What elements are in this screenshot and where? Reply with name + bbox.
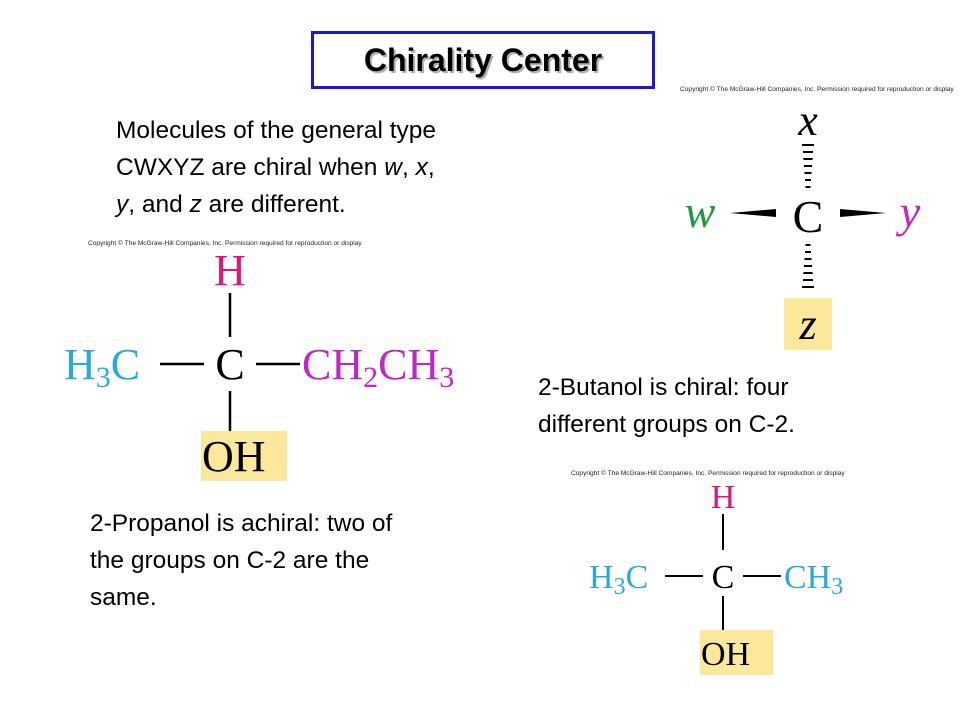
group-y: y [896, 186, 921, 237]
hashed-bond-top [802, 144, 814, 188]
propanol-carbon: C [712, 559, 735, 596]
propanol-oh-highlight [700, 630, 773, 675]
group-x: x [797, 96, 818, 145]
hashed-bond-bottom [802, 244, 814, 288]
title-box: Chirality Center [311, 31, 655, 89]
propanol-caption-line-3: same. [90, 584, 157, 611]
slide-title: Chirality Center [363, 41, 603, 78]
butanol-caption: 2-Butanol is chiral: four different grou… [538, 369, 795, 443]
propanol-caption-line-2: the groups on C-2 are the [90, 547, 370, 574]
butanol-molecule: H H3C C CH2CH3 OH [64, 246, 454, 481]
copyright-butanol: Copyright © The McGraw-Hill Companies, I… [88, 240, 362, 247]
wedge-bond-right [840, 209, 886, 217]
group-w: w [685, 186, 716, 237]
methyl-group: H3C [64, 340, 140, 394]
propanol-methyl-right: CH3 [784, 559, 843, 600]
group-z: z [798, 300, 816, 349]
propanol-molecule: H H3C C CH3 OH [589, 479, 843, 675]
copyright-propanol: Copyright © The McGraw-Hill Companies, I… [571, 470, 845, 477]
hydroxyl-group: OH [202, 432, 266, 481]
butanol-hydrogen: H [214, 246, 246, 295]
wedge-bond-left [730, 209, 776, 217]
propanol-hydroxyl: OH [701, 636, 750, 673]
propanol-methyl-left: H3C [589, 559, 648, 600]
intro-text: Molecules of the general type CWXYZ are … [116, 112, 436, 223]
intro-line-2: CWXYZ are chiral when w, x, [116, 154, 435, 181]
propanol-caption: 2-Propanol is achiral: two of the groups… [90, 505, 392, 616]
general-chiral-molecule: x C w y z [685, 96, 921, 350]
butanol-caption-line-2: different groups on C-2. [538, 411, 795, 438]
center-carbon: C [793, 191, 824, 242]
intro-line-1: Molecules of the general type [116, 117, 437, 144]
propanol-caption-line-1: 2-Propanol is achiral: two of [90, 510, 393, 537]
propanol-hydrogen: H [711, 479, 736, 516]
copyright-general: Copyright © The McGraw-Hill Companies, I… [680, 86, 954, 93]
oh-highlight [201, 431, 287, 481]
ethyl-group: CH2CH3 [302, 340, 454, 394]
z-highlight [784, 298, 832, 350]
intro-line-3: y, and z are different. [116, 191, 346, 218]
butanol-carbon: C [215, 340, 244, 389]
butanol-caption-line-1: 2-Butanol is chiral: four [538, 374, 789, 401]
